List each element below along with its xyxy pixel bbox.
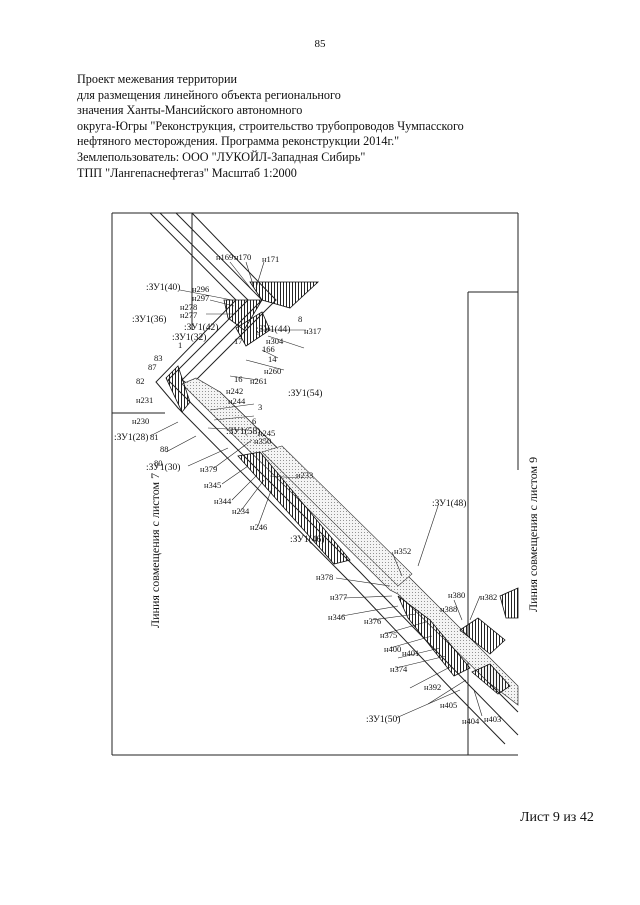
point-label: н400 <box>384 644 401 654</box>
point-label: н170 <box>234 252 251 262</box>
point-label: н350 <box>254 436 271 446</box>
point-label: н261 <box>250 376 267 386</box>
parcel-label: :ЗУ1(44) <box>256 324 290 335</box>
parcel-label: :ЗУ1(54) <box>288 388 322 399</box>
point-label: н346 <box>328 612 345 622</box>
point-labels: н169 н170 н171 н296 н297 н278 н277 н317 … <box>132 252 501 726</box>
point-label: н277 <box>180 310 197 320</box>
parcel-label: :ЗУ1(36) <box>132 314 166 325</box>
parcel-label: :ЗУ1(30) <box>146 462 180 473</box>
page-number: 85 <box>314 38 326 50</box>
parcel-label: :ЗУ1(40) <box>146 282 180 293</box>
header-line: Проект межевания территории <box>77 72 238 86</box>
point-label: 166 <box>262 344 275 354</box>
point-label: 8 <box>298 314 302 324</box>
parcel-label: :ЗУ1(58) <box>226 426 260 437</box>
point-label: н404 <box>462 716 480 726</box>
point-label: н244 <box>228 396 246 406</box>
point-label: 5 <box>256 330 260 340</box>
point-label: н260 <box>264 366 281 376</box>
leader-lines <box>149 261 483 719</box>
parcel-label: :ЗУ1(42) <box>184 322 218 333</box>
document-header: Проект межевания территории для размещен… <box>77 72 464 181</box>
point-label: н231 <box>136 395 153 405</box>
point-label: 87 <box>148 362 157 372</box>
point-label: н403 <box>484 714 501 724</box>
map-frame <box>111 212 519 756</box>
point-label: 17 <box>234 336 243 346</box>
point-label: 88 <box>160 444 169 454</box>
point-label: 80 <box>154 458 163 468</box>
point-label: н376 <box>364 616 381 626</box>
point-label: н382 <box>480 592 497 602</box>
point-label: н245 <box>258 428 275 438</box>
header-line: Землепользователь: ООО "ЛУКОЙЛ-Западная … <box>77 149 366 164</box>
point-label: 82 <box>136 376 145 386</box>
match-line-right: Линия совмещения с листом 9 <box>526 457 540 612</box>
point-label: 1 <box>178 340 182 350</box>
point-label: н234 <box>232 506 250 516</box>
parcel-labels: :ЗУ1(40) :ЗУ1(36) :ЗУ1(42) :ЗУ1(32) :ЗУ1… <box>114 282 466 725</box>
point-label: н246 <box>250 522 267 532</box>
parcel-label: :ЗУ1(32) <box>172 332 206 343</box>
point-label: н401 <box>402 648 419 658</box>
point-label: 83 <box>154 353 163 363</box>
header-line: ТПП "Лангепаснефтегаз" Масштаб 1:2000 <box>77 165 297 180</box>
point-label: н375 <box>380 630 397 640</box>
point-label: н377 <box>330 592 347 602</box>
point-label: н352 <box>394 546 411 556</box>
point-label: н380 <box>448 590 465 600</box>
header-line: для размещения линейного объекта региона… <box>77 87 341 102</box>
point-label: н296 <box>192 284 209 294</box>
point-label: 16 <box>234 374 243 384</box>
point-label: н344 <box>214 496 232 506</box>
header-line: округа-Югры "Реконструкция, строительств… <box>77 118 464 133</box>
point-label: 6 <box>252 416 256 426</box>
point-label: 14 <box>268 354 277 364</box>
hatched-parcels <box>165 281 519 695</box>
point-label: н317 <box>304 326 321 336</box>
point-label: н374 <box>390 664 408 674</box>
parcel-label: :ЗУ1(46) <box>290 534 324 545</box>
point-label: н169 <box>216 252 233 262</box>
header-line: значения Ханты-Мансийского автономного <box>77 103 303 118</box>
parcel-label: :ЗУ1(28) <box>114 432 148 443</box>
point-label: н379 <box>200 464 217 474</box>
point-label: н297 <box>192 293 209 303</box>
point-label: н405 <box>440 700 457 710</box>
point-label: н242 <box>226 386 243 396</box>
point-label: н278 <box>180 302 197 312</box>
parcel-label: :ЗУ1(48) <box>432 498 466 509</box>
point-label: н378 <box>316 572 333 582</box>
match-line-left: Линия совмещения с листом 7 <box>148 473 162 628</box>
point-label: н392 <box>424 682 441 692</box>
header-line: нефтяного месторождения. Программа рекон… <box>77 134 400 149</box>
point-label: 3 <box>258 402 262 412</box>
parcel-label: :ЗУ1(50) <box>366 714 400 725</box>
dotted-strip <box>261 445 413 587</box>
point-label: н233 <box>296 470 313 480</box>
point-label: н388 <box>440 604 457 614</box>
point-label: н230 <box>132 416 149 426</box>
sheet-label: Лист 9 из 42 <box>520 810 594 825</box>
point-label: н171 <box>262 254 279 264</box>
point-label: 81 <box>150 432 159 442</box>
point-label: н304 <box>266 336 284 346</box>
point-label: н345 <box>204 480 221 490</box>
